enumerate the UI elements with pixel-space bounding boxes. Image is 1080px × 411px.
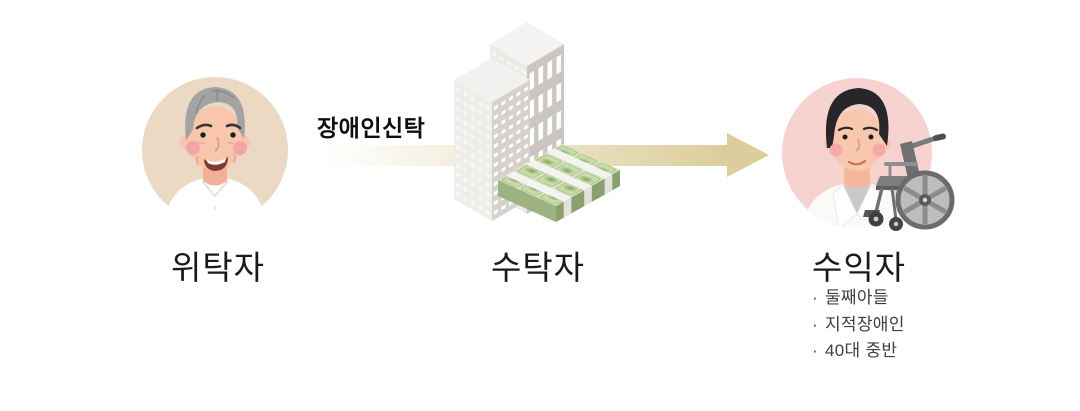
trust-flow-arrow-head-icon xyxy=(727,133,769,177)
arrow-label: 장애인신탁 xyxy=(317,115,426,141)
elderly-man-illustration-icon xyxy=(164,87,266,223)
beneficiary-detail-item: · 40대 중반 xyxy=(812,338,905,365)
wheelchair-icon xyxy=(863,133,955,231)
trustor-avatar xyxy=(142,77,288,223)
beneficiary-detail-item: · 둘째아들 xyxy=(812,285,905,312)
bullet-icon: · xyxy=(812,288,818,307)
beneficiary-detail-text: 지적장애인 xyxy=(824,314,905,334)
trustor-node-label: 위탁자 xyxy=(170,249,266,286)
beneficiary-node-label: 수익자 xyxy=(811,249,907,286)
beneficiary-detail-text: 40대 중반 xyxy=(824,341,898,360)
bullet-icon: · xyxy=(812,314,818,334)
trustee-node-label: 수탁자 xyxy=(490,249,586,286)
beneficiary-detail-item: · 지적장애인 xyxy=(812,312,905,339)
bullet-icon: · xyxy=(812,341,818,360)
beneficiary-details-list: · 둘째아들 · 지적장애인 · 40대 중반 xyxy=(812,285,905,365)
young-man-illustration-icon xyxy=(802,88,912,228)
beneficiary-detail-text: 둘째아들 xyxy=(824,288,889,307)
trustee-buildings-money-icon xyxy=(454,22,620,222)
money-stack-icon xyxy=(498,144,620,222)
